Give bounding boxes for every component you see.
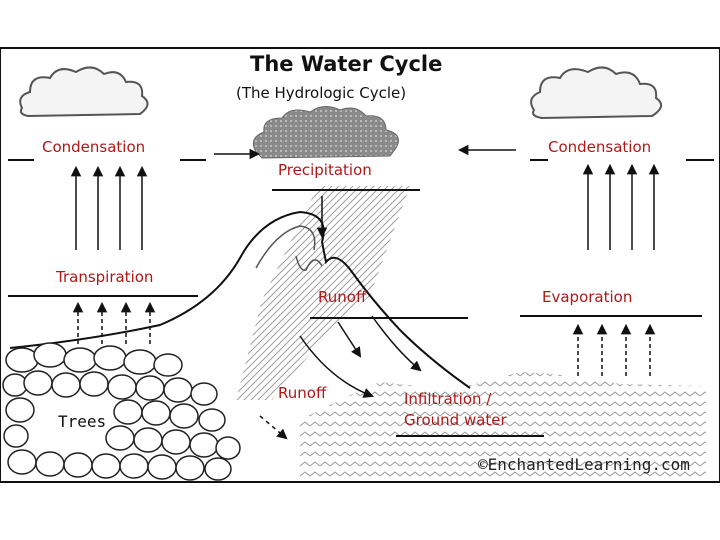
label-condensation-right: Condensation [548,138,652,156]
diagram-subtitle: (The Hydrologic Cycle) [236,84,407,102]
storm-cloud-icon [252,106,399,159]
ground-line [9,210,471,389]
label-precipitation: Precipitation [278,161,372,179]
runoff-stream [299,335,374,398]
label-underlines [8,159,714,437]
water-body [300,372,706,478]
cloud-right-icon [530,66,663,120]
label-trees: Trees [56,412,109,431]
label-condensation-left: Condensation [42,138,146,156]
trees-cluster [2,342,241,481]
credit-text: ©EnchantedLearning.com [478,455,690,474]
evaporation-arrows [572,323,656,376]
label-evaporation: Evaporation [542,288,633,306]
cloud-left-icon [19,66,149,118]
rising-arrows-right [582,163,660,250]
label-infiltration-line1: Infiltration / [404,390,492,408]
label-infiltration-line2: Ground water [404,411,507,429]
rising-arrows-left [70,165,148,250]
diagram-title: The Water Cycle [250,52,443,76]
label-transpiration: Transpiration [56,268,154,286]
rain-area [236,186,410,400]
diagram-frame [0,47,720,483]
label-runoff-lower: Runoff [278,384,327,402]
label-runoff-upper: Runoff [318,288,367,306]
